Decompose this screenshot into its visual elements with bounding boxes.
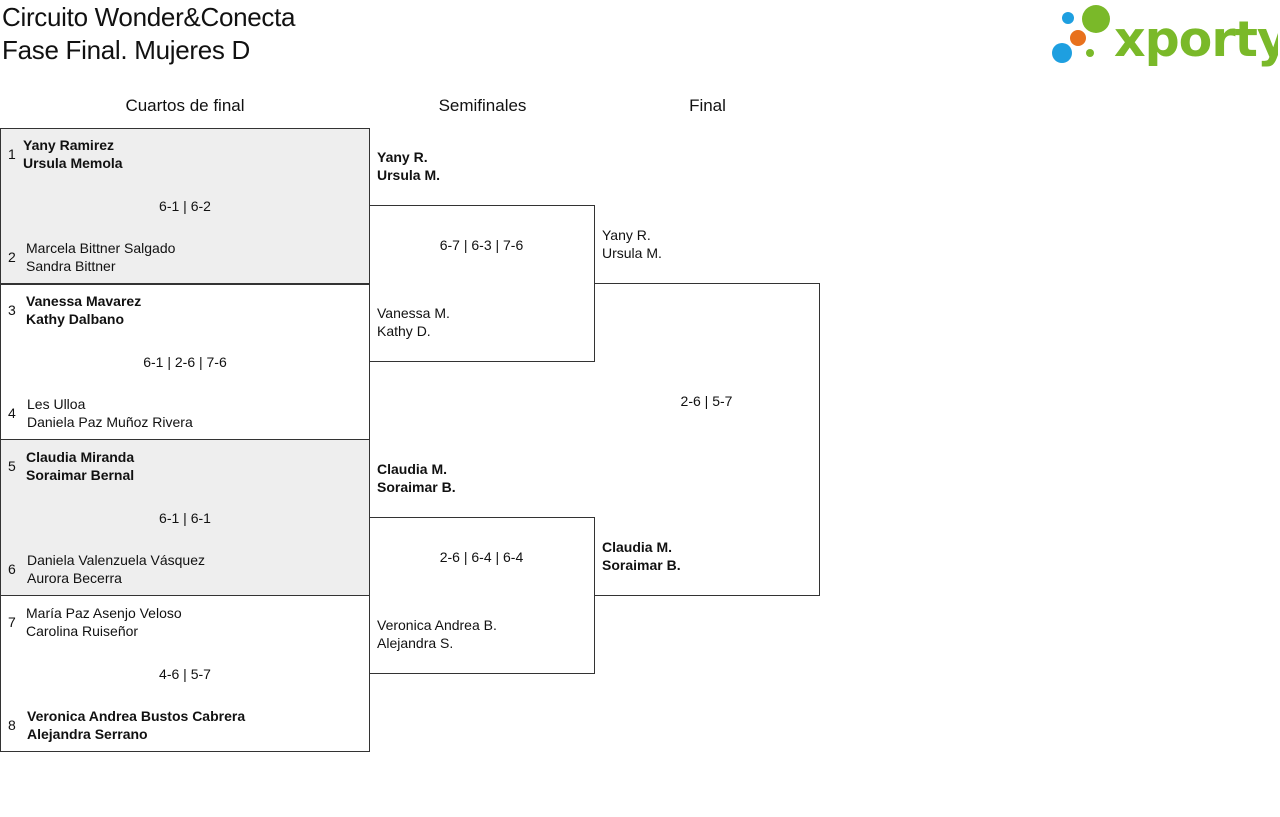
pair-bottom: Veronica Andrea Bustos Cabrera Alejandra… — [27, 707, 245, 743]
player-name: Yany Ramirez — [23, 137, 115, 153]
tournament-title: Circuito Wonder&Conecta — [2, 2, 296, 32]
player-name: Veronica Andrea B. — [377, 617, 497, 633]
semifinal-1-pair-top: Yany R. Ursula M. — [377, 148, 440, 184]
seed-number: 8 — [8, 717, 16, 733]
player-name: Les Ulloa — [27, 396, 86, 412]
player-name: Ursula M. — [377, 167, 441, 183]
round-heading-final: Final — [689, 96, 726, 115]
player-name: Claudia M. — [377, 461, 448, 477]
seed-number: 4 — [8, 405, 16, 421]
player-name: Alejandra S. — [377, 635, 454, 651]
player-name: Daniela Valenzuela Vásquez — [27, 552, 205, 568]
logo-wordmark: xporty — [1114, 11, 1278, 68]
player-name: Vanessa M. — [377, 305, 450, 321]
player-name: Vanessa Mavarez — [26, 293, 142, 309]
logo-dot-green — [1082, 5, 1110, 33]
player-name: Ursula Memola — [23, 155, 123, 171]
seed-number: 3 — [8, 302, 16, 318]
seed-number: 1 — [8, 146, 16, 162]
match-score: 4-6 | 5-7 — [159, 666, 211, 682]
final-pair-top: Yany R. Ursula M. — [602, 226, 662, 262]
pair-top: Yany Ramirez Ursula Memola — [23, 136, 123, 172]
player-name: Carolina Ruiseñor — [26, 623, 139, 639]
quarterfinal-match-3: 5 Claudia Miranda Soraimar Bernal 6-1 | … — [0, 439, 370, 596]
player-name: Yany R. — [377, 149, 428, 165]
seed-number: 7 — [8, 614, 16, 630]
pair-bottom: Vanessa M. Kathy D. — [377, 304, 450, 340]
player-name: Sandra Bittner — [26, 258, 116, 274]
match-score: 6-7 | 6-3 | 7-6 — [439, 237, 524, 253]
player-name: Aurora Becerra — [27, 570, 122, 586]
match-score: 6-1 | 2-6 | 7-6 — [143, 354, 227, 370]
seed-number: 5 — [8, 458, 16, 474]
match-score: 2-6 | 6-4 | 6-4 — [439, 549, 524, 565]
player-name: Daniela Paz Muñoz Rivera — [27, 414, 193, 430]
seed-number: 6 — [8, 561, 16, 577]
logo-dot-orange — [1070, 30, 1086, 46]
player-name: Claudia M. — [602, 539, 673, 555]
player-name: Soraimar Bernal — [26, 467, 135, 483]
player-name: Soraimar B. — [377, 479, 456, 495]
pair-bottom: Les Ulloa Daniela Paz Muñoz Rivera — [27, 395, 193, 431]
logo-dot-green-small — [1086, 49, 1094, 57]
tournament-phase: Fase Final. Mujeres D — [2, 35, 251, 65]
pair-bottom: Veronica Andrea B. Alejandra S. — [377, 616, 497, 652]
semifinal-match-2: 2-6 | 6-4 | 6-4 Veronica Andrea B. Aleja… — [369, 517, 595, 674]
player-name: María Paz Asenjo Veloso — [26, 605, 182, 621]
pair-top: Vanessa Mavarez Kathy Dalbano — [26, 292, 141, 328]
pair-bottom: Marcela Bittner Salgado Sandra Bittner — [26, 239, 175, 275]
round-heading-quarterfinals: Cuartos de final — [125, 96, 245, 115]
final-match: 2-6 | 5-7 Claudia M. Soraimar B. — [594, 283, 820, 596]
player-name: Yany R. — [602, 227, 651, 243]
pair-top: Claudia Miranda Soraimar Bernal — [26, 448, 134, 484]
logo-dot-blue — [1052, 43, 1072, 63]
player-name: Alejandra Serrano — [27, 726, 148, 742]
player-name: Ursula M. — [602, 245, 662, 261]
pair-top: María Paz Asenjo Veloso Carolina Ruiseño… — [26, 604, 182, 640]
match-score: 2-6 | 5-7 — [680, 393, 733, 409]
player-name: Soraimar B. — [602, 557, 681, 573]
match-score: 6-1 | 6-2 — [159, 198, 211, 214]
player-name: Kathy D. — [377, 323, 431, 339]
match-score: 6-1 | 6-1 — [159, 510, 211, 526]
player-name: Kathy Dalbano — [26, 311, 125, 327]
round-heading-semifinals: Semifinales — [438, 96, 527, 115]
xporty-logo: xporty — [1052, 5, 1278, 68]
seed-number: 2 — [8, 249, 16, 265]
pair-bottom: Daniela Valenzuela Vásquez Aurora Becerr… — [27, 551, 205, 587]
player-name: Veronica Andrea Bustos Cabrera — [27, 708, 246, 724]
semifinal-2-pair-top: Claudia M. Soraimar B. — [377, 460, 456, 496]
quarterfinal-match-2: 3 Vanessa Mavarez Kathy Dalbano 6-1 | 2-… — [0, 283, 370, 440]
logo-dot-blue-small — [1062, 12, 1074, 24]
semifinal-match-1: 6-7 | 6-3 | 7-6 Vanessa M. Kathy D. — [369, 205, 595, 362]
player-name: Claudia Miranda — [26, 449, 135, 465]
player-name: Marcela Bittner Salgado — [26, 240, 176, 256]
quarterfinal-match-4: 7 María Paz Asenjo Veloso Carolina Ruise… — [0, 595, 370, 752]
quarterfinal-match-1: 1 Yany Ramirez Ursula Memola 6-1 | 6-2 2… — [0, 128, 370, 285]
pair-bottom: Claudia M. Soraimar B. — [602, 538, 681, 574]
